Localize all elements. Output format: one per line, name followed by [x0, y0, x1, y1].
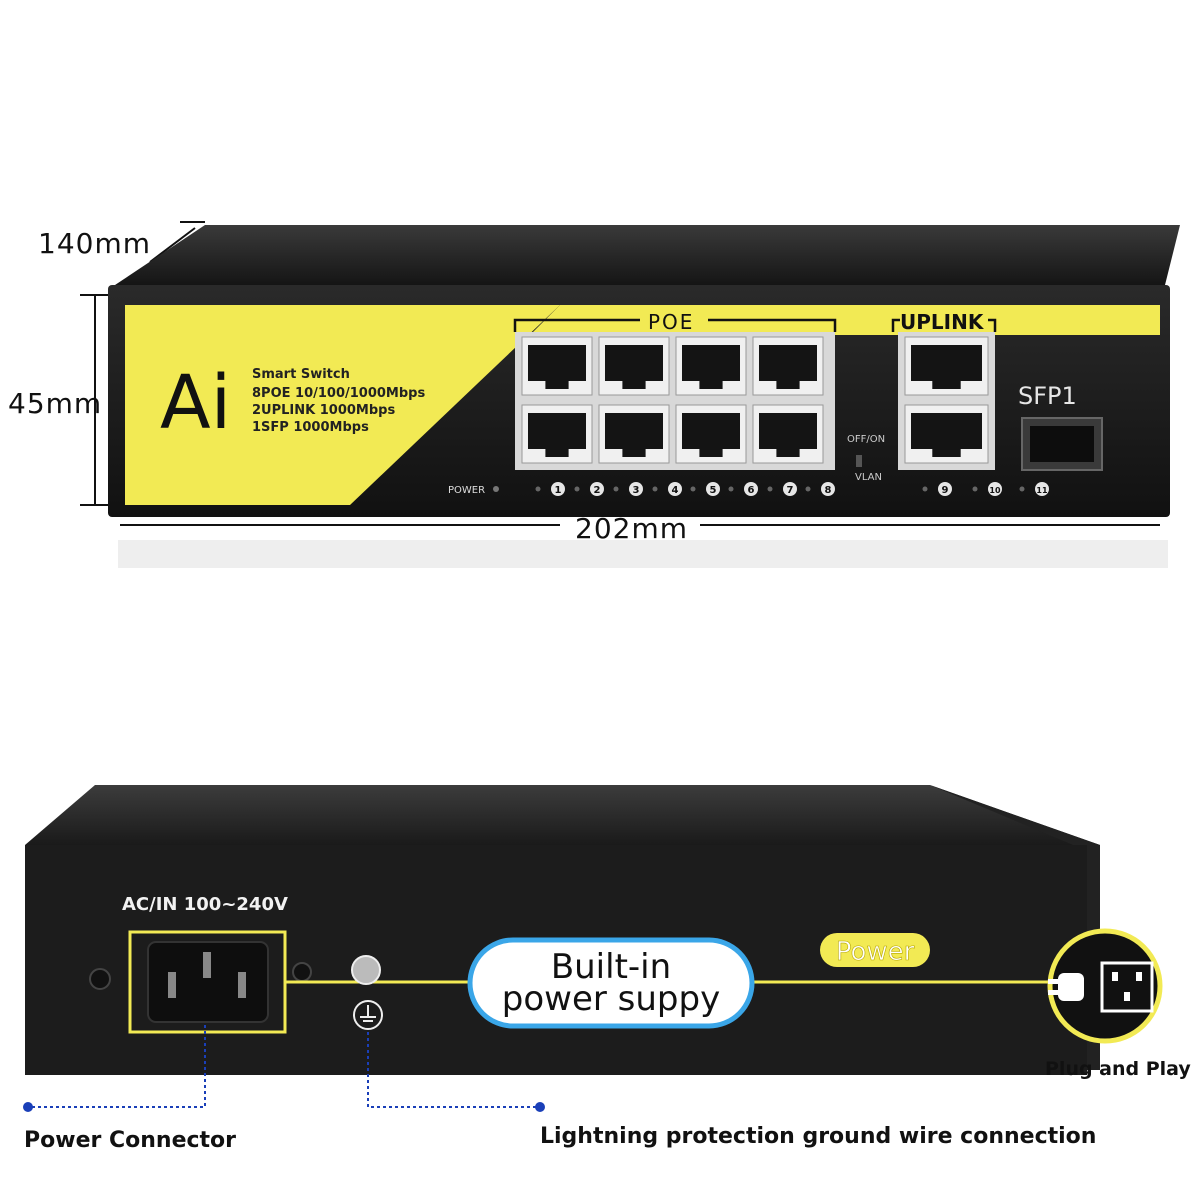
ac-input-label: AC/IN 100~240V — [122, 894, 288, 915]
dimension-lines — [80, 221, 1160, 526]
port-led-10 — [972, 486, 978, 492]
port-number-3: 3 — [633, 485, 640, 496]
port-number-badge-7 — [783, 482, 797, 496]
port-number-badge-1 — [551, 482, 565, 496]
port-led-3 — [613, 486, 619, 492]
chassis-top — [115, 225, 1180, 285]
port-number-badge-5 — [706, 482, 720, 496]
ground-leader-dot — [535, 1102, 545, 1112]
uplink-group-label: UPLINK — [900, 310, 985, 334]
spec-line-4: 1SFP 1000Mbps — [252, 420, 369, 435]
spec-line-2: 8POE 10/100/1000Mbps — [252, 386, 425, 401]
port-number-9: 9 — [942, 485, 949, 496]
port-led-row: 1 2 3 4 5 6 7 8 9 10 11 — [535, 482, 1049, 496]
ground-symbol-icon — [353, 1000, 383, 1030]
plug-and-play-badge — [1047, 928, 1163, 1044]
back-chassis-top — [25, 785, 1100, 845]
port-number-2: 2 — [594, 485, 601, 496]
port-number-1: 1 — [555, 485, 562, 496]
power-connector-label: Power Connector — [24, 1128, 236, 1153]
port-led-8 — [805, 486, 811, 492]
vlan-label: VLAN — [855, 472, 882, 483]
plug-socket-icon — [1048, 961, 1154, 1013]
port-number-5: 5 — [710, 485, 717, 496]
port-number-badge-4 — [668, 482, 682, 496]
power-led — [493, 486, 499, 492]
chassis-reflection — [118, 540, 1168, 568]
power-connector-leader — [28, 1025, 206, 1108]
port-number-badge-10 — [988, 482, 1002, 496]
port-led-9 — [922, 486, 928, 492]
width-dimension: 202mm — [575, 512, 688, 545]
port-number-badge-3 — [629, 482, 643, 496]
spec-line-1: Smart Switch — [252, 367, 350, 382]
front-yellow-label — [125, 305, 560, 505]
poe-port-7[interactable] — [752, 336, 824, 396]
callout-line-1: Built-in — [551, 947, 671, 987]
poe-port-8[interactable] — [752, 404, 824, 464]
left-screw — [89, 968, 111, 990]
ground-connection-label: Lightning protection ground wire connect… — [540, 1124, 1096, 1149]
brand-logo: Ai — [160, 360, 231, 446]
port-number-badge-2 — [590, 482, 604, 496]
port-number-7: 7 — [787, 485, 794, 496]
right-screw — [292, 962, 312, 982]
power-tag — [820, 933, 930, 967]
builtin-power-callout — [467, 937, 755, 1029]
poe-port-5[interactable] — [675, 336, 747, 396]
callout-line-2: power suppy — [502, 979, 720, 1019]
port-number-badge-9 — [938, 482, 952, 496]
poe-ports — [521, 336, 824, 464]
ground-leader — [367, 1032, 540, 1108]
power-led-label: POWER — [448, 485, 485, 496]
port-number-11: 11 — [1036, 486, 1048, 495]
port-led-1 — [535, 486, 541, 492]
port-led-2 — [574, 486, 580, 492]
back-view: AC/IN 100~240V Built-in power suppy Powe… — [23, 785, 1191, 1153]
power-socket[interactable] — [147, 941, 269, 1023]
uplink-ports — [904, 336, 989, 464]
port-led-5 — [690, 486, 696, 492]
socket-pin-center — [203, 952, 211, 978]
uplink-port-9[interactable] — [904, 336, 989, 396]
port-number-8: 8 — [825, 485, 832, 496]
vlan-switch[interactable] — [856, 455, 862, 467]
port-number-4: 4 — [672, 485, 679, 496]
poe-port-6[interactable] — [675, 404, 747, 464]
uplink-port-10[interactable] — [904, 404, 989, 464]
sfp-label: SFP1 — [1018, 382, 1077, 410]
switch-label: OFF/ON — [847, 434, 885, 445]
poe-port-3[interactable] — [598, 336, 670, 396]
poe-group-label: POE — [648, 310, 694, 334]
power-tag-text: Power — [836, 937, 915, 967]
front-view: Ai Smart Switch 8POE 10/100/1000Mbps 2UP… — [8, 221, 1180, 568]
poe-port-4[interactable] — [598, 404, 670, 464]
port-number-badge-6 — [744, 482, 758, 496]
depth-dimension: 140mm — [38, 227, 151, 260]
power-connector-dot — [23, 1102, 33, 1112]
socket-pin-left — [168, 972, 176, 998]
port-led-7 — [767, 486, 773, 492]
port-led-6 — [728, 486, 734, 492]
plug-and-play-label: Plug and Play — [1045, 1058, 1191, 1080]
poe-port-1[interactable] — [521, 336, 593, 396]
port-led-4 — [652, 486, 658, 492]
group-brackets — [513, 318, 997, 332]
ground-screw[interactable] — [351, 955, 381, 985]
port-number-6: 6 — [748, 485, 755, 496]
sfp-port-cavity — [1030, 426, 1094, 462]
port-number-10: 10 — [989, 486, 1001, 495]
spec-line-3: 2UPLINK 1000Mbps — [252, 403, 395, 418]
port-number-badge-8 — [821, 482, 835, 496]
poe-port-2[interactable] — [521, 404, 593, 464]
port-number-badge-11 — [1035, 482, 1049, 496]
front-yellow-strip — [530, 305, 1160, 335]
socket-pin-right — [238, 972, 246, 998]
port-led-11 — [1019, 486, 1025, 492]
height-dimension: 45mm — [8, 387, 102, 420]
